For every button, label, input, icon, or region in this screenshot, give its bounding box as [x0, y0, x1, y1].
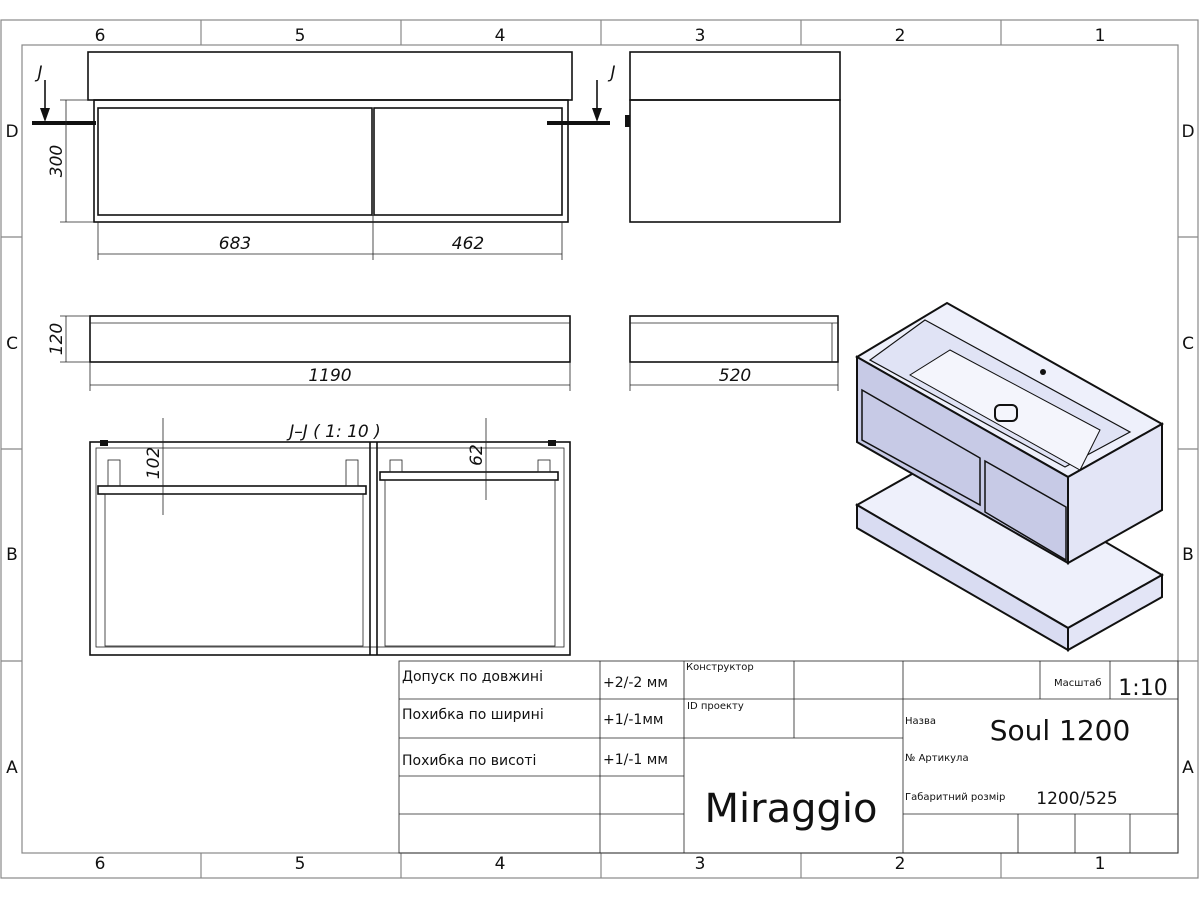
project-id-label: ID проекту: [687, 701, 744, 712]
scale-label: Масштаб: [1054, 678, 1102, 689]
tolerance-value: +2/-2 мм: [603, 675, 668, 691]
tolerance-label: Похибка по висоті: [402, 753, 536, 769]
row-label: A: [6, 758, 18, 778]
row-label: C: [6, 334, 18, 354]
side-view: [625, 51, 841, 223]
dim-total-width: 1190: [308, 366, 351, 386]
dim-top-thickness: 120: [47, 323, 67, 355]
row-label: B: [6, 545, 18, 565]
dim-left-drawer: 683: [219, 234, 251, 254]
dim-section-right: 62: [467, 444, 487, 466]
title-block: Допуск по довжині +2/-2 мм Похибка по ши…: [398, 660, 1179, 854]
col-label: 4: [495, 26, 506, 46]
row-label: B: [1182, 545, 1194, 565]
isometric-view: [854, 301, 1165, 652]
col-label: 1: [1095, 26, 1106, 46]
col-label: 3: [695, 26, 706, 46]
scale-value: 1:10: [1118, 676, 1167, 701]
col-label: 3: [695, 854, 706, 874]
row-label: D: [1181, 122, 1194, 142]
dim-right-drawer: 462: [452, 234, 484, 254]
col-label: 6: [95, 26, 106, 46]
size-value: 1200/525: [1036, 789, 1117, 809]
top-view: 120 1190 520: [47, 315, 839, 391]
designer-label: Конструктор: [686, 662, 754, 673]
col-label: 1: [1095, 854, 1106, 874]
dim-height: 300: [47, 145, 67, 177]
article-label: № Артикула: [905, 753, 969, 764]
size-label: Габаритний розмір: [905, 791, 1005, 803]
tolerance-label: Допуск по довжині: [402, 669, 543, 685]
tolerance-value: +1/-1мм: [603, 712, 663, 728]
tolerance-value: +1/-1 мм: [603, 752, 668, 768]
row-label: D: [5, 122, 18, 142]
front-view: J J 300 683 462: [32, 51, 616, 260]
section-view: J–J ( 1: 10 ) 102 62: [89, 418, 571, 656]
col-label: 2: [895, 26, 906, 46]
company-name: Miraggio: [705, 786, 878, 832]
row-label: C: [1182, 334, 1194, 354]
col-label: 2: [895, 854, 906, 874]
col-label: 4: [495, 854, 506, 874]
dim-section-left: 102: [144, 447, 164, 479]
section-title: J–J ( 1: 10 ): [286, 422, 381, 442]
name-label: Назва: [905, 716, 936, 727]
tolerance-label: Похибка по ширині: [402, 707, 544, 723]
section-marker: J: [607, 63, 615, 83]
col-label: 5: [295, 854, 306, 874]
product-name: Soul 1200: [990, 714, 1131, 747]
col-label: 6: [95, 854, 106, 874]
col-label: 5: [295, 26, 306, 46]
dim-depth: 520: [719, 366, 751, 386]
section-marker: J: [34, 63, 42, 83]
row-label: A: [1182, 758, 1194, 778]
